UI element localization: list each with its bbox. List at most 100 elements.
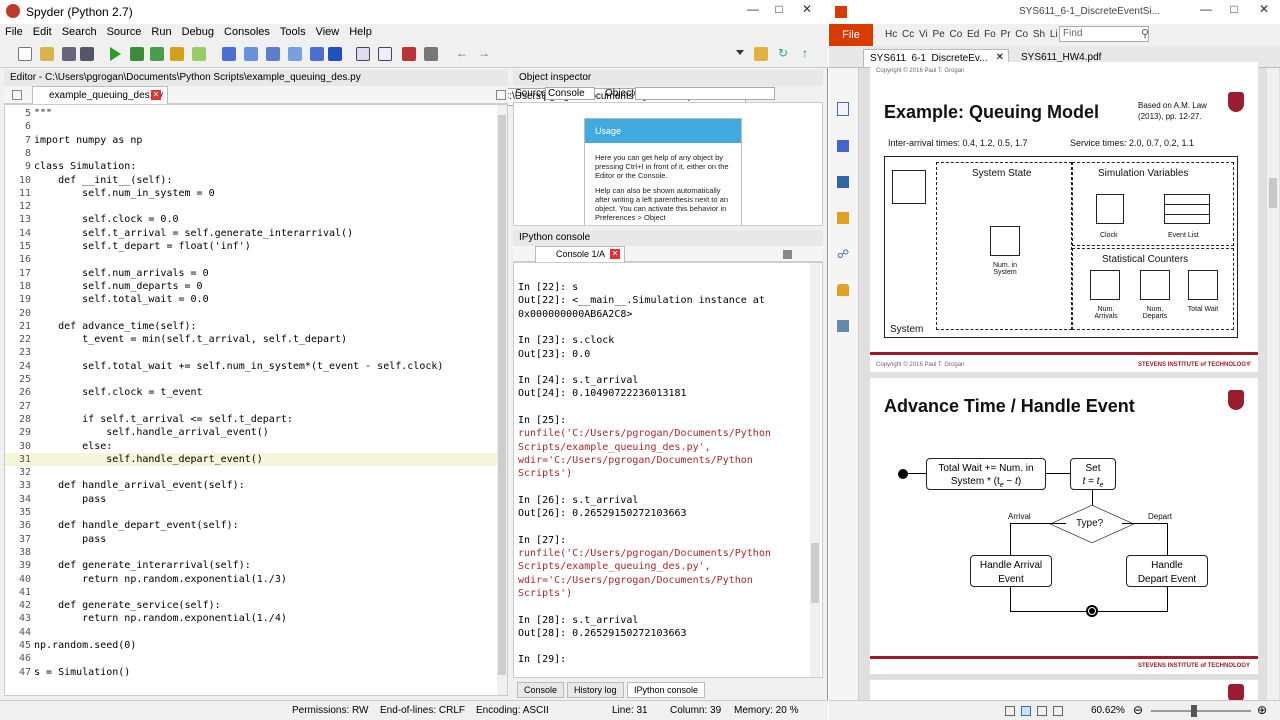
file-list-icon[interactable] (12, 90, 22, 100)
forward-arrow-icon[interactable]: → (478, 46, 490, 60)
code-line[interactable]: 24 self.total_wait += self.num_in_system… (5, 360, 505, 373)
code-line[interactable]: 41 (5, 586, 505, 599)
maximize-button[interactable]: □ (775, 2, 783, 16)
close-console-icon[interactable]: ✕ (610, 249, 620, 259)
code-line[interactable]: 23 (5, 346, 505, 359)
back-arrow-icon[interactable]: ← (456, 46, 468, 60)
code-line[interactable]: 20 (5, 307, 505, 320)
save-icon[interactable] (62, 47, 76, 61)
code-line[interactable]: 21 def advance_time(self): (5, 320, 505, 333)
up-arrow-icon[interactable]: ↑ (802, 46, 808, 60)
code-line[interactable]: 18 self.num_departs = 0 (5, 280, 505, 293)
debug-step-icon[interactable] (222, 47, 236, 61)
code-line[interactable]: 15 self.t_depart = float('inf') (5, 240, 505, 253)
menu-view[interactable]: View (315, 26, 340, 38)
cover-view-icon[interactable] (1053, 706, 1063, 716)
code-line[interactable]: 12 (5, 200, 505, 213)
sync-icon[interactable]: ↻ (778, 46, 789, 60)
code-line[interactable]: 39 def generate_interarrival(self): (5, 559, 505, 572)
menu-run[interactable]: Run (151, 26, 172, 38)
editor-scrollbar-thumb[interactable] (498, 115, 506, 675)
code-line[interactable]: 19 self.total_wait = 0.0 (5, 293, 505, 306)
code-line[interactable]: 43 return np.random.exponential(1./4) (5, 612, 505, 625)
zoom-slider[interactable] (1151, 705, 1251, 717)
stop-debug-icon[interactable] (328, 47, 342, 61)
zoom-level[interactable]: 60.62% (1091, 705, 1125, 716)
lock-icon[interactable] (837, 284, 849, 296)
minimize-button[interactable]: — (747, 2, 759, 16)
browse-folder-icon[interactable] (754, 47, 768, 61)
find-input[interactable]: Find (1059, 26, 1149, 42)
object-input[interactable] (635, 87, 775, 100)
code-line[interactable]: 46 (5, 652, 505, 665)
tab-console[interactable]: Console (517, 682, 565, 698)
console-scrollbar-thumb[interactable] (811, 543, 819, 603)
debug-icon[interactable] (192, 47, 206, 61)
run-icon[interactable] (110, 47, 121, 61)
source-select[interactable]: Console (545, 87, 595, 100)
save-all-icon[interactable] (80, 47, 94, 61)
code-line[interactable]: 26 self.clock = t_event (5, 386, 505, 399)
menu-search[interactable]: Search (61, 26, 97, 38)
code-line[interactable]: 44 (5, 626, 505, 639)
pdf-tab-2[interactable]: SYS611_HW4.pdf (1021, 52, 1102, 63)
maximize-pane-icon[interactable] (356, 47, 370, 61)
run-cell-icon[interactable] (150, 47, 164, 61)
zoom-slider-thumb[interactable] (1191, 705, 1197, 717)
close-tab-icon[interactable]: ✕ (151, 90, 161, 100)
single-page-view-icon[interactable] (1005, 706, 1015, 716)
pdf-scrollbar-thumb[interactable] (1269, 178, 1277, 208)
menu-file[interactable]: File (5, 26, 23, 38)
tab-history-log[interactable]: History log (567, 682, 624, 698)
next-icon[interactable] (310, 47, 324, 61)
code-line[interactable]: 37 pass (5, 533, 505, 546)
code-line[interactable]: 36 def handle_depart_event(self): (5, 519, 505, 532)
continue-icon[interactable] (288, 47, 302, 61)
code-line[interactable]: 27 (5, 400, 505, 413)
preferences-icon[interactable] (402, 47, 416, 61)
code-line[interactable]: 5""" (5, 107, 505, 120)
new-file-icon[interactable] (18, 47, 32, 61)
stop-kernel-icon[interactable] (783, 250, 792, 259)
menu-help[interactable]: Help (349, 26, 372, 38)
open-folder-icon[interactable] (40, 47, 54, 61)
bookmarks-icon[interactable] (837, 140, 849, 152)
facing-view-icon[interactable] (1037, 706, 1047, 716)
editor-tab[interactable]: example_queuing_des.py ✕ (32, 86, 168, 104)
code-line[interactable]: 40 return np.random.exponential(1./3) (5, 573, 505, 586)
menu-consoles[interactable]: Consoles (224, 26, 270, 38)
chevron-down-icon[interactable] (736, 50, 744, 55)
code-line[interactable]: 11 self.num_in_system = 0 (5, 187, 505, 200)
options-icon[interactable] (496, 90, 506, 100)
step-into-icon[interactable] (244, 47, 258, 61)
signature-icon[interactable] (837, 320, 849, 332)
code-line[interactable]: 25 (5, 373, 505, 386)
code-line[interactable]: 32 (5, 466, 505, 479)
menu-edit[interactable]: Edit (32, 26, 52, 38)
code-line[interactable]: 13 self.clock = 0.0 (5, 213, 505, 226)
continuous-view-icon[interactable] (1021, 706, 1031, 716)
menu-source[interactable]: Source (106, 26, 142, 38)
pythonpath-icon[interactable] (424, 47, 438, 61)
attachment-icon[interactable]: ☍ (837, 247, 850, 261)
run-selection-icon[interactable] (170, 47, 184, 61)
comments-icon[interactable] (837, 212, 849, 224)
console-scrollbar[interactable] (810, 263, 820, 677)
layers-icon[interactable] (837, 176, 849, 188)
code-line[interactable]: 22 t_event = min(self.t_arrival, self.t_… (5, 333, 505, 346)
page-thumbnail-icon[interactable] (837, 102, 849, 116)
pdf-minimize-button[interactable]: — (1200, 2, 1212, 16)
close-icon[interactable]: ✕ (995, 52, 1004, 63)
code-line[interactable]: 34 pass (5, 493, 505, 506)
code-line[interactable]: 42 def generate_service(self): (5, 599, 505, 612)
code-line[interactable]: 29 self.handle_arrival_event() (5, 426, 505, 439)
console-tab[interactable]: Console 1/A ✕ (535, 246, 625, 262)
code-line[interactable]: 30 else: (5, 440, 505, 453)
tab-ipython-console[interactable]: IPython console (627, 682, 706, 698)
zoom-out-icon[interactable]: ⊖ (1133, 703, 1144, 717)
code-line[interactable]: 28 if self.t_arrival <= self.t_depart: (5, 413, 505, 426)
